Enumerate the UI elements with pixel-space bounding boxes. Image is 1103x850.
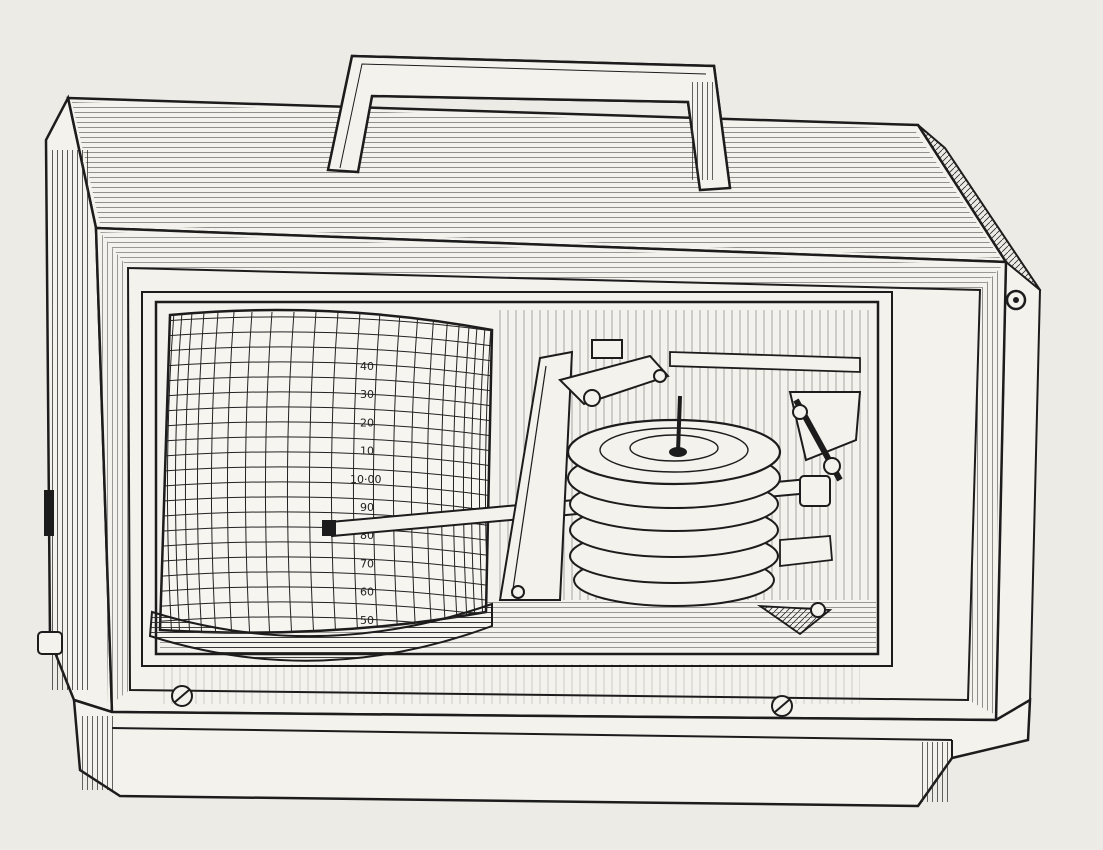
aneroid-capsule-stack [566, 395, 782, 607]
case-left-side [37, 94, 114, 714]
drum-grid-line [160, 331, 492, 348]
drum-grid-line [462, 311, 471, 633]
lever-linkage [498, 339, 862, 636]
drum-scale-label: 10·00 [350, 473, 382, 486]
drum-scale-label: 70 [360, 557, 374, 570]
drum-grid-line [308, 311, 317, 633]
front-screw-left [171, 685, 193, 707]
drum-grid-line [330, 311, 339, 633]
drum-grid-line [392, 311, 401, 633]
drum-scale-label: 50 [360, 614, 374, 627]
drum-grid-line [160, 436, 492, 453]
drum-grid-line [160, 361, 492, 378]
drum-grid-line [160, 346, 492, 363]
drum-grid-line [210, 311, 219, 633]
drum-grid-line [160, 586, 492, 603]
drum-grid-line [160, 601, 492, 618]
drum-grid-line [440, 311, 449, 633]
drum-grid-line [160, 541, 492, 558]
drum-grid-line [286, 311, 295, 633]
drum-grid-line [166, 311, 175, 633]
drum-scale-label: 90 [360, 501, 374, 514]
drum-scale-label: 40 [360, 360, 374, 373]
drum-grid-line [410, 311, 419, 633]
drum-grid-line [426, 311, 435, 633]
drum-grid-line [160, 316, 492, 333]
drum-grid-line [184, 311, 193, 633]
drum-scale-label: 20 [360, 416, 374, 429]
drum-grid-line [160, 376, 492, 393]
drum-grid-line [160, 406, 492, 423]
drum-grid-line [174, 311, 183, 633]
drum-scale-label: 30 [360, 388, 374, 401]
drum-grid-line [478, 311, 487, 633]
drum-grid-line [244, 311, 253, 633]
drum-scale-label: 10 [360, 445, 374, 458]
drum-grid-line [160, 421, 492, 438]
front-screw-right [771, 695, 793, 717]
drum-grid-line [372, 311, 381, 633]
pen-nib [322, 520, 336, 536]
drum-grid-line [160, 451, 492, 468]
drum-grid-line [452, 311, 461, 633]
case-lid-top [66, 54, 1009, 264]
case-base [72, 697, 1032, 808]
drum-grid-line [264, 311, 273, 633]
drum-grid-line [196, 311, 205, 633]
drum-grid-line [352, 311, 361, 633]
drum-scale-label: 60 [360, 586, 374, 599]
drum-grid-line [226, 311, 235, 633]
drum-grid-line [470, 311, 479, 633]
